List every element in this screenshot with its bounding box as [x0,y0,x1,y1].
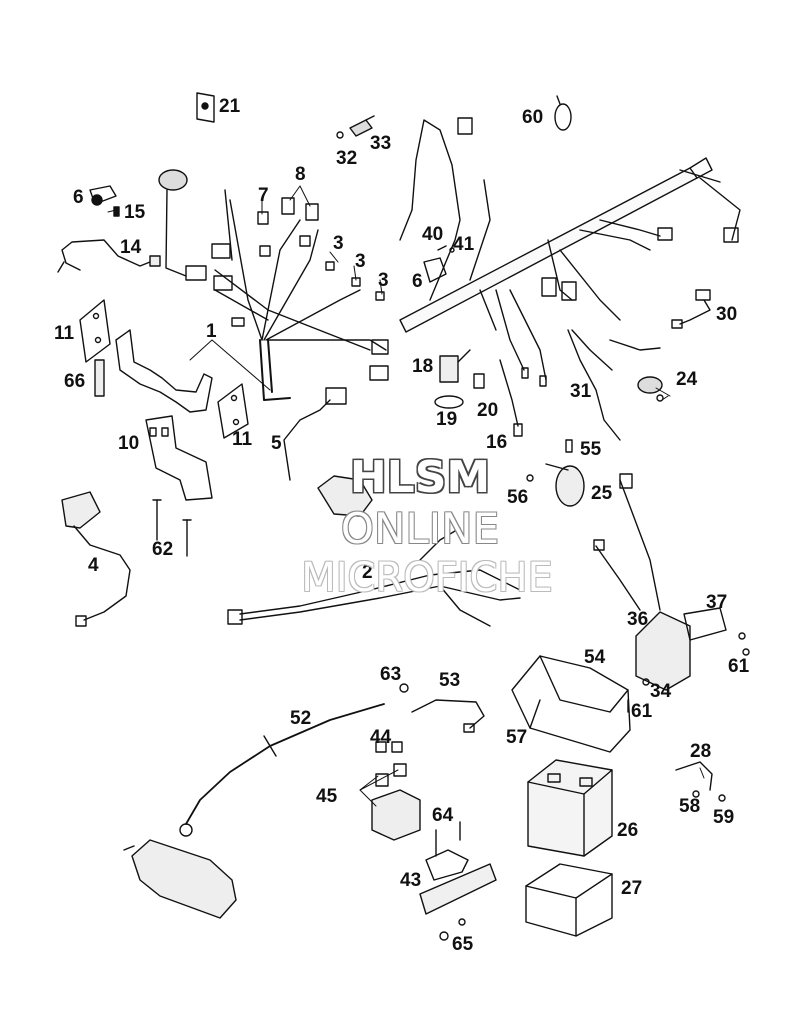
part-sensor-32-33 [336,115,375,139]
part-starter-cable-52 [179,703,385,837]
part-switch-21 [196,92,215,123]
part-sensor-30 [671,289,711,329]
part-pin-66 [94,359,105,397]
callout-2: 2 [362,562,373,583]
part-clamp-6 [89,185,117,206]
part-bracket-43 [419,849,497,915]
callout-33: 33 [370,133,392,154]
callout-1: 1 [206,321,217,342]
callout-3a: 3 [333,233,344,254]
callout-30: 30 [716,304,738,325]
callout-28: 28 [690,741,712,762]
callout-15: 15 [124,202,146,223]
callout-10: 10 [118,433,140,454]
part-connectors-7-8 [257,197,319,225]
callout-63: 63 [380,664,402,685]
part-bracket-37 [683,607,727,641]
part-coil [158,169,207,281]
part-battery-case-27 [525,863,613,937]
part-switch-5 [283,387,373,517]
callout-7: 7 [258,185,269,206]
callout-32: 32 [336,148,358,169]
callout-55: 55 [580,439,602,460]
callout-3b: 3 [355,251,366,272]
callout-56: 56 [507,487,529,508]
part-condenser-18 [439,349,471,383]
callout-18: 18 [412,356,434,377]
part-regulator-36 [593,473,691,691]
part-starter-motor [123,839,237,919]
part-bracket-20 [473,373,485,389]
part-sensor-24 [637,376,664,402]
part-switch-4 [61,491,131,627]
callout-21: 21 [219,96,241,117]
callout-14: 14 [120,237,142,258]
part-plate-11-left [79,299,111,363]
part-wires-31 [567,329,661,441]
callout-53: 53 [439,670,461,691]
part-upper-loom [399,117,741,387]
part-bolt-15 [113,206,120,217]
part-relay-45 [371,741,421,841]
callout-61b: 61 [631,701,653,722]
callout-60: 60 [522,107,544,128]
part-harness-2 [227,527,521,627]
callout-6b: 6 [412,271,423,292]
callout-43: 43 [400,870,422,891]
callout-20: 20 [477,400,499,421]
part-bracket [115,329,213,413]
callout-64: 64 [432,805,454,826]
part-ring-60 [554,95,572,131]
part-sensor-cable-14 [57,239,161,273]
part-bracket-10 [145,415,213,501]
part-bolts-64 [435,821,461,857]
part-clamp-40-41-6 [423,245,455,283]
part-cable-28 [675,761,726,802]
callout-66: 66 [64,371,86,392]
callout-34: 34 [650,681,672,702]
callout-11a: 11 [54,323,75,344]
callout-54: 54 [584,647,606,668]
callout-61a: 61 [728,656,750,677]
part-cable-53 [399,683,485,733]
part-battery-26 [527,759,613,857]
callout-59: 59 [713,807,735,828]
part-clamp-19 [434,395,464,409]
callout-26: 26 [617,820,639,841]
callout-62: 62 [152,539,174,560]
callout-44: 44 [370,727,392,748]
callout-25: 25 [591,483,613,504]
callout-6: 6 [73,187,84,208]
leader-lines [107,185,705,807]
part-plate-11-right [217,383,249,439]
callout-52: 52 [290,708,312,729]
callout-41: 41 [453,234,475,255]
callout-58: 58 [679,796,701,817]
part-switch-16 [499,359,523,437]
callout-40: 40 [422,224,444,245]
callout-24: 24 [676,369,698,390]
part-horn-25 [526,439,585,507]
callout-8: 8 [295,164,306,185]
callout-27: 27 [621,878,643,899]
callout-65: 65 [452,934,474,955]
callout-16: 16 [486,432,508,453]
callout-11b: 11 [232,429,253,450]
callout-5: 5 [271,433,282,454]
callout-45: 45 [316,786,338,807]
callout-36: 36 [627,609,649,630]
callout-3c: 3 [378,270,389,291]
callout-4: 4 [88,555,99,576]
part-main-harness-1 [211,189,389,401]
part-bolts-62 [152,499,192,557]
part-battery-tray-54-57 [511,655,631,753]
part-nut-65 [439,918,466,941]
callout-31: 31 [570,381,592,402]
callout-57: 57 [506,727,528,748]
callout-37: 37 [706,592,728,613]
callout-19: 19 [436,409,458,430]
